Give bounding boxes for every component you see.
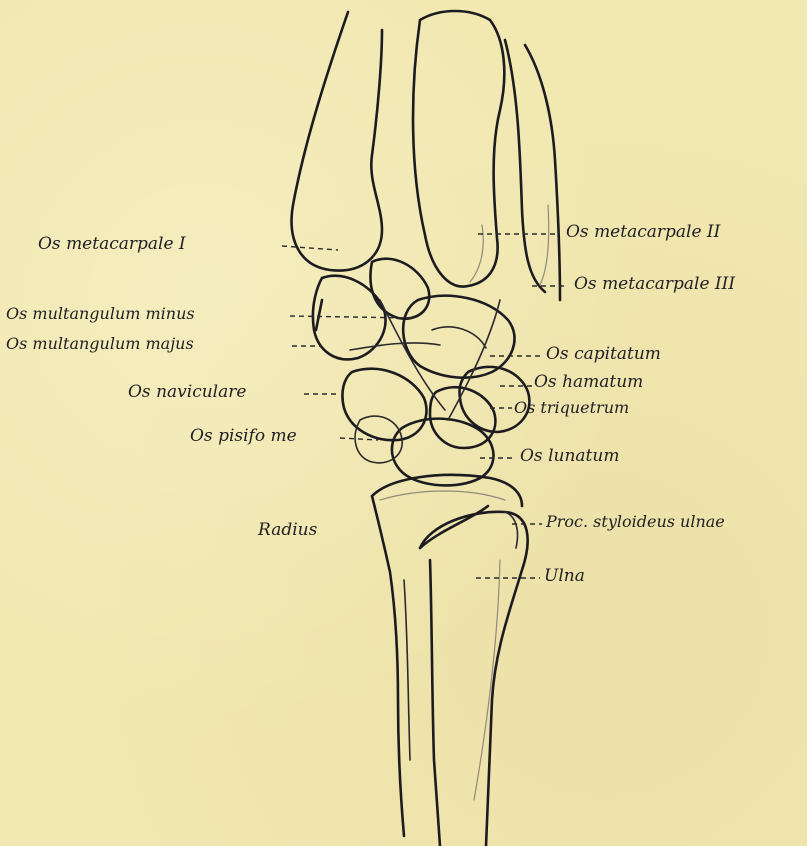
label-os-hamatum: Os hamatum	[534, 374, 643, 391]
label-os-metacarpale-iii: Os metacarpale III	[574, 276, 735, 293]
label-os-metacarpale-i: Os metacarpale I	[38, 236, 186, 253]
multangulum-majus-mark	[316, 300, 322, 330]
label-os-metacarpale-ii: Os metacarpale II	[566, 224, 720, 241]
label-radius: Radius	[258, 522, 317, 539]
styloid-process	[505, 512, 518, 548]
radius-medullary	[404, 580, 410, 760]
metacarpale-iii-outline	[505, 40, 560, 300]
ulna-shadow	[474, 560, 500, 800]
label-os-lunatum: Os lunatum	[520, 448, 619, 465]
leader-metacarpale-i	[282, 246, 338, 250]
naviculare-outline	[342, 369, 426, 440]
multangulum-minus-outline	[370, 259, 429, 319]
radius-shadow	[380, 491, 505, 500]
leader-pisiforme	[340, 438, 378, 440]
label-os-multangulum-minus: Os multangulum minus	[6, 306, 195, 322]
label-os-multangulum-majus: Os multangulum majus	[6, 336, 194, 352]
label-proc-styloideus-ulnae: Proc. styloideus ulnae	[546, 514, 725, 530]
radius-outline	[372, 475, 522, 836]
metacarpale-iii-shadow	[470, 205, 549, 285]
label-os-naviculare: Os naviculare	[128, 384, 246, 401]
metacarpale-ii-outline	[413, 11, 504, 287]
metacarpale-i-outline	[292, 12, 382, 271]
label-os-triquetrum: Os triquetrum	[514, 400, 629, 416]
label-ulna: Ulna	[544, 568, 585, 585]
label-os-capitatum: Os capitatum	[546, 346, 661, 363]
ulna-outline	[420, 512, 528, 846]
label-os-pisiforme: Os pisifo me	[190, 428, 297, 445]
